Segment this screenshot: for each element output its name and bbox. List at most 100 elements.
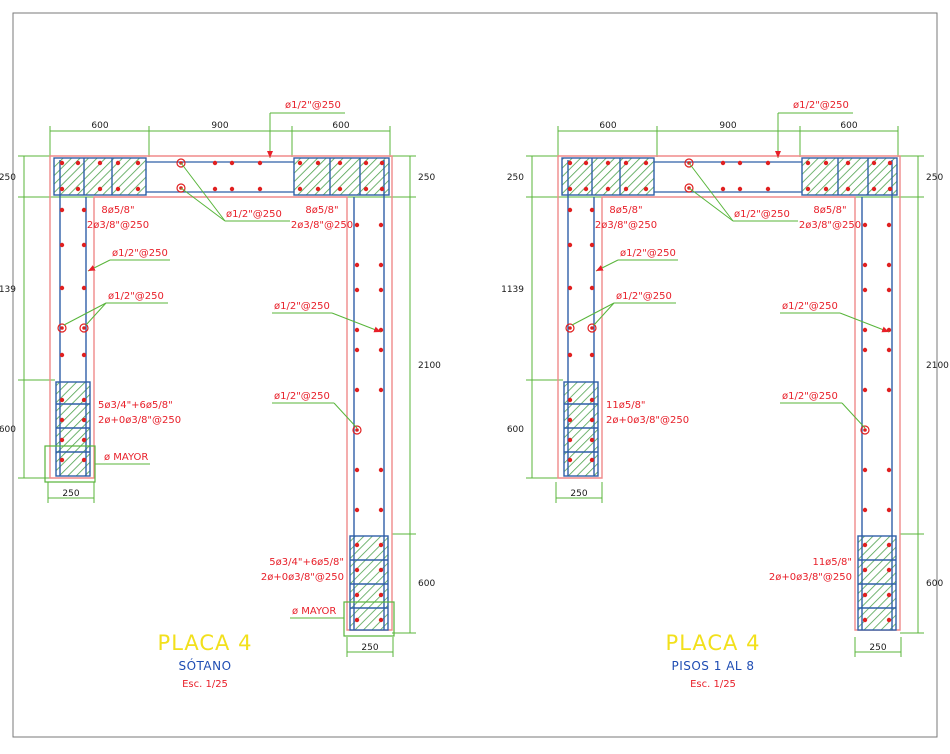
dim-text-1139: 1139 bbox=[0, 285, 16, 295]
rebar-dot bbox=[862, 327, 868, 333]
plate-outline bbox=[557, 155, 901, 631]
section-outline bbox=[49, 155, 393, 631]
rebar-dot bbox=[354, 507, 360, 513]
rebar-dot bbox=[805, 160, 811, 166]
rebar-dot bbox=[567, 397, 573, 403]
rebar-dot bbox=[378, 262, 384, 268]
rebar-dot bbox=[886, 592, 892, 598]
rebar-dot bbox=[379, 160, 385, 166]
label-top-left-stirrups: 2ø3/8"@250 bbox=[595, 220, 657, 231]
right-flange-core bbox=[349, 535, 389, 631]
rebar-dot bbox=[886, 617, 892, 623]
leader-top-ring-1 bbox=[180, 162, 226, 222]
rebar-dot bbox=[59, 397, 65, 403]
rebar-dot bbox=[765, 160, 771, 166]
label-right-flange-bars: 11ø5/8" bbox=[812, 557, 852, 568]
label-top-left-bars: 8ø5/8" bbox=[101, 205, 134, 216]
rebar-dot bbox=[589, 397, 595, 403]
rebar-dot bbox=[589, 285, 595, 291]
rebar-dot bbox=[75, 186, 81, 192]
label-left-flange-stirrups: 2ø+0ø3/8"@250 bbox=[98, 415, 181, 426]
dim-text-1139: 1139 bbox=[501, 285, 524, 295]
rebar-dot bbox=[583, 186, 589, 192]
rebar-ring-right-outer bbox=[860, 425, 870, 435]
leader-left-web bbox=[87, 259, 111, 272]
label-right-ring-bars: ø1/2"@250 bbox=[274, 391, 330, 402]
rebar-dot bbox=[81, 285, 87, 291]
rebar-dot bbox=[354, 347, 360, 353]
plate-scale: Esc. 1/25 bbox=[182, 679, 228, 690]
top-rebar-label: ø1/2"@250 bbox=[285, 100, 341, 111]
rebar-dot bbox=[765, 186, 771, 192]
web-stirrups bbox=[567, 160, 893, 630]
rebar-dot bbox=[59, 417, 65, 423]
rebar-dot bbox=[567, 352, 573, 358]
rebar-ring-left-core bbox=[60, 326, 64, 330]
rebar-dot bbox=[81, 352, 87, 358]
rebar-dot bbox=[315, 186, 321, 192]
label-right-ring-bars: ø1/2"@250 bbox=[782, 391, 838, 402]
rebar-dot bbox=[81, 397, 87, 403]
rebar-dot bbox=[737, 160, 743, 166]
rebar-dot bbox=[583, 160, 589, 166]
label-left-web-bars: ø1/2"@250 bbox=[112, 248, 168, 259]
rebar-ring-right-core bbox=[863, 428, 867, 432]
rebar-dot bbox=[589, 437, 595, 443]
plate-subtitle: SÓTANO bbox=[178, 658, 231, 673]
section-outline bbox=[557, 155, 901, 631]
web-stirrups bbox=[59, 160, 385, 630]
rebar-dot bbox=[845, 160, 851, 166]
label-left-web-bars: ø1/2"@250 bbox=[620, 248, 676, 259]
label-top-web-bars: ø1/2"@250 bbox=[734, 209, 790, 220]
rebar-dot bbox=[59, 437, 65, 443]
dim-text-2100: 2100 bbox=[418, 361, 441, 371]
rebar-dot bbox=[862, 507, 868, 513]
rebar-dot bbox=[59, 285, 65, 291]
rebars bbox=[565, 158, 893, 623]
rebar-ring-right-outer bbox=[352, 425, 362, 435]
dim-text-600-lower-right: 600 bbox=[926, 579, 943, 589]
rebar-dot bbox=[354, 287, 360, 293]
label-top-right-stirrups: 2ø3/8"@250 bbox=[799, 220, 861, 231]
leader-top-ring-2 bbox=[688, 187, 734, 222]
rebar-dot bbox=[845, 186, 851, 192]
dim-text-2100: 2100 bbox=[926, 361, 949, 371]
rebar-dot bbox=[720, 160, 726, 166]
rebar-dot bbox=[354, 467, 360, 473]
rebar-dot bbox=[862, 617, 868, 623]
rebar-dot bbox=[871, 186, 877, 192]
dim-text-250-bottom-left: 250 bbox=[570, 489, 587, 499]
rebar-dot bbox=[886, 387, 892, 393]
rebar-dot bbox=[297, 186, 303, 192]
rebars bbox=[57, 158, 385, 623]
rebar-dot bbox=[315, 160, 321, 166]
rebar-dot bbox=[886, 347, 892, 353]
label-top-right-bars: 8ø5/8" bbox=[813, 205, 846, 216]
rebar-dot bbox=[97, 186, 103, 192]
rebar-dot bbox=[81, 207, 87, 213]
rebar-dot bbox=[589, 457, 595, 463]
rebar-dot bbox=[337, 160, 343, 166]
rebar-ring-left-core bbox=[590, 326, 594, 330]
rebar-dot bbox=[567, 242, 573, 248]
dim-text-600-right: 600 bbox=[840, 121, 857, 131]
dim-text-600-lower-left: 600 bbox=[0, 425, 16, 435]
label-left-ring-bars: ø1/2"@250 bbox=[108, 291, 164, 302]
rebar-dot bbox=[354, 327, 360, 333]
rebar-dot bbox=[354, 262, 360, 268]
dim-text-250-right: 250 bbox=[926, 173, 943, 183]
rebar-dot bbox=[886, 467, 892, 473]
rebar-dot bbox=[59, 186, 65, 192]
plate-scale: Esc. 1/25 bbox=[690, 679, 736, 690]
leader-left-ring-1 bbox=[571, 302, 615, 326]
dim-text-600-left: 600 bbox=[599, 121, 616, 131]
rebar-ring-left-outer bbox=[79, 323, 89, 333]
rebar-dot bbox=[886, 567, 892, 573]
rebar-dot bbox=[605, 186, 611, 192]
rebar-dot bbox=[135, 160, 141, 166]
rebar-dot bbox=[886, 507, 892, 513]
rebar-dot bbox=[229, 186, 235, 192]
